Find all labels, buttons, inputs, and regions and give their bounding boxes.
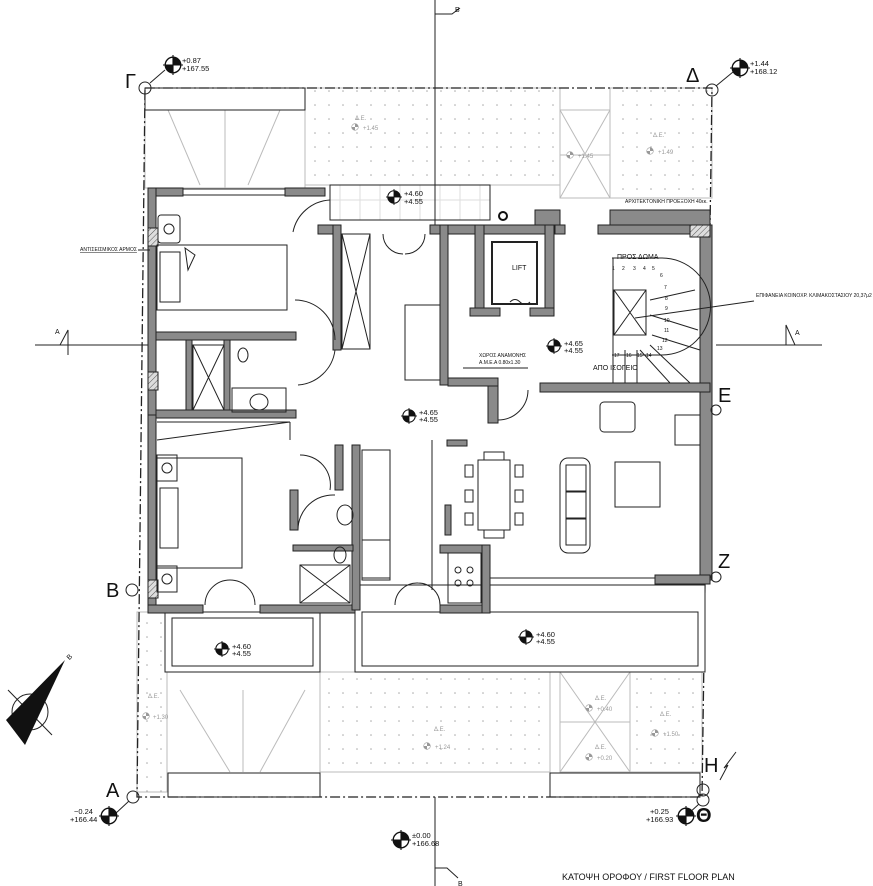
- grid-points: Γ Δ Ε Ζ Β Α Η Θ +0.87 +167.55 +1.44 +168…: [70, 55, 777, 850]
- level-bottom: +167.55: [182, 64, 209, 73]
- garden-label: Δ.Ε.: [148, 694, 160, 700]
- stair-step: 15: [637, 353, 643, 359]
- stairs-down-label: ΑΠΟ ΙΣΟΓΕΙΟ: [593, 365, 638, 372]
- level-top: +4.60: [232, 642, 251, 651]
- lift-label: LIFT: [512, 265, 527, 272]
- walls: [147, 187, 713, 614]
- stair-step: 6: [660, 273, 663, 279]
- stair-step: 3: [633, 266, 636, 272]
- stair-step: 9: [665, 306, 668, 312]
- level-bottom: +4.55: [419, 415, 438, 424]
- staircase: ΠΡΟΣ ΔΩΜΑ ΑΠΟ ΙΣΟΓΕΙΟ 1 2 3 4 5 6 7 8 9 …: [593, 254, 711, 384]
- level-bottom: +4.55: [536, 637, 555, 646]
- stair-step: 2: [622, 266, 625, 272]
- garden-level: +0.20: [597, 756, 613, 762]
- interior-levels: +4.60 +4.55 +4.65 +4.55 +4.65 +4.55 +4.6…: [214, 189, 583, 658]
- level-top: +0.87: [182, 56, 201, 65]
- garden-level: +1.30: [153, 715, 169, 721]
- garden-label: Δ.Ε.: [595, 745, 607, 751]
- grid-label-eta: Η: [704, 755, 718, 777]
- stair-step: 12: [662, 338, 668, 344]
- level-bottom: +166.93: [646, 815, 673, 824]
- garden-label: Δ.Ε.: [653, 133, 665, 139]
- waiting-area-label: ΧΩΡΟΣ ΑΝΑΜΟΝΗΣ: [479, 353, 526, 359]
- stair-step: 11: [664, 328, 669, 334]
- furniture: [156, 199, 701, 606]
- grid-label-zeta: Ζ: [718, 551, 730, 573]
- level-top: −0.24: [74, 807, 93, 816]
- level-top: +4.60: [404, 189, 423, 198]
- garden-labels: Δ.Ε. +1.45 +1.45 Δ.Ε. +1.49 Δ.Ε. +1.30 Δ…: [142, 116, 679, 762]
- level-bottom: +4.55: [232, 649, 251, 658]
- level-top: +4.65: [419, 408, 438, 417]
- level-bottom: +166.44: [70, 815, 97, 824]
- level-top: +4.60: [536, 630, 555, 639]
- grid-label-alpha: Α: [106, 780, 120, 802]
- garden-level: +1.45: [363, 126, 379, 132]
- stair-step: 16: [626, 353, 632, 359]
- level-top: +4.65: [564, 339, 583, 348]
- garden-level: +1.45: [578, 154, 594, 160]
- section-label-left: A: [55, 329, 60, 336]
- stair-step: 8: [665, 296, 668, 302]
- garden-level: +1.49: [658, 150, 674, 156]
- stair-step: 14: [646, 353, 652, 359]
- level-top: +0.25: [650, 807, 669, 816]
- level-bottom: +4.55: [564, 346, 583, 355]
- stairs-up-label: ΠΡΟΣ ΔΩΜΑ: [617, 254, 659, 261]
- grid-label-epsilon: Ε: [718, 385, 731, 407]
- north-label: B: [66, 653, 74, 661]
- drawing-title: ΚΑΤΟΨΗ ΟΡΟΦΟΥ / FIRST FLOOR PLAN: [562, 872, 735, 882]
- balconies: [164, 184, 706, 673]
- waiting-area-size: Α.Μ.Ε.Α 0.80x1.30: [479, 360, 521, 366]
- garden-label: Δ.Ε.: [595, 696, 607, 702]
- level-bottom: +168.12: [750, 67, 777, 76]
- annotations: LIFT ΧΩΡΟΣ ΑΝΑΜΟΝΗΣ Α.Μ.Ε.Α 0.80x1.30 ΑΝ…: [80, 199, 872, 369]
- level-bottom: +166.68: [412, 839, 439, 848]
- stair-step: 5: [652, 266, 655, 272]
- stair-step: 4: [643, 266, 646, 272]
- arch-setback-label: ΑΡΧΙΤΕΚΤΟΝΙΚΗ ΠΡΟΕΞΟΧΗ 40εκ.: [625, 199, 708, 205]
- grid-label-delta: Δ: [686, 65, 699, 87]
- garden-label: Δ.Ε.: [660, 712, 672, 718]
- grid-label-gamma: Γ: [125, 71, 136, 93]
- stair-step: 10: [664, 318, 670, 324]
- grid-label-theta: Θ: [696, 805, 712, 827]
- stair-area-label: ΕΠΙΦΑΝΕΙΑ ΚΟΙΝΟΧΡ. ΚΛΙΜΑΚΟΣΤΑΣΙΟΥ 20,37μ…: [756, 293, 872, 299]
- level-top: ±0.00: [412, 831, 431, 840]
- section-label-right: A: [795, 330, 800, 337]
- level-top: +1.44: [750, 59, 769, 68]
- garden-label: Δ.Ε.: [434, 727, 446, 733]
- section-label-bottom: B: [458, 881, 463, 886]
- stair-step: 13: [657, 346, 663, 352]
- level-bottom: +4.55: [404, 197, 423, 206]
- stair-step: 7: [664, 285, 667, 291]
- grid-label-beta: Β: [106, 580, 119, 602]
- garden-level: +1.24: [435, 745, 451, 751]
- garden-level: +0.40: [597, 707, 613, 713]
- section-label-top: B: [455, 7, 460, 14]
- stair-step: 1: [612, 266, 615, 272]
- section-marks: B B A A: [35, 0, 822, 886]
- north-arrow-icon: B: [6, 653, 74, 745]
- seismic-joint-label: ΑΝΤΙΣΕΙΣΜΙΚΟΣ ΑΡΜΟΣ: [80, 247, 137, 253]
- garden-level: +1.50: [663, 732, 679, 738]
- stair-step: 17: [614, 353, 620, 359]
- garden-label: Δ.Ε.: [355, 116, 367, 122]
- garden-areas: [136, 87, 713, 798]
